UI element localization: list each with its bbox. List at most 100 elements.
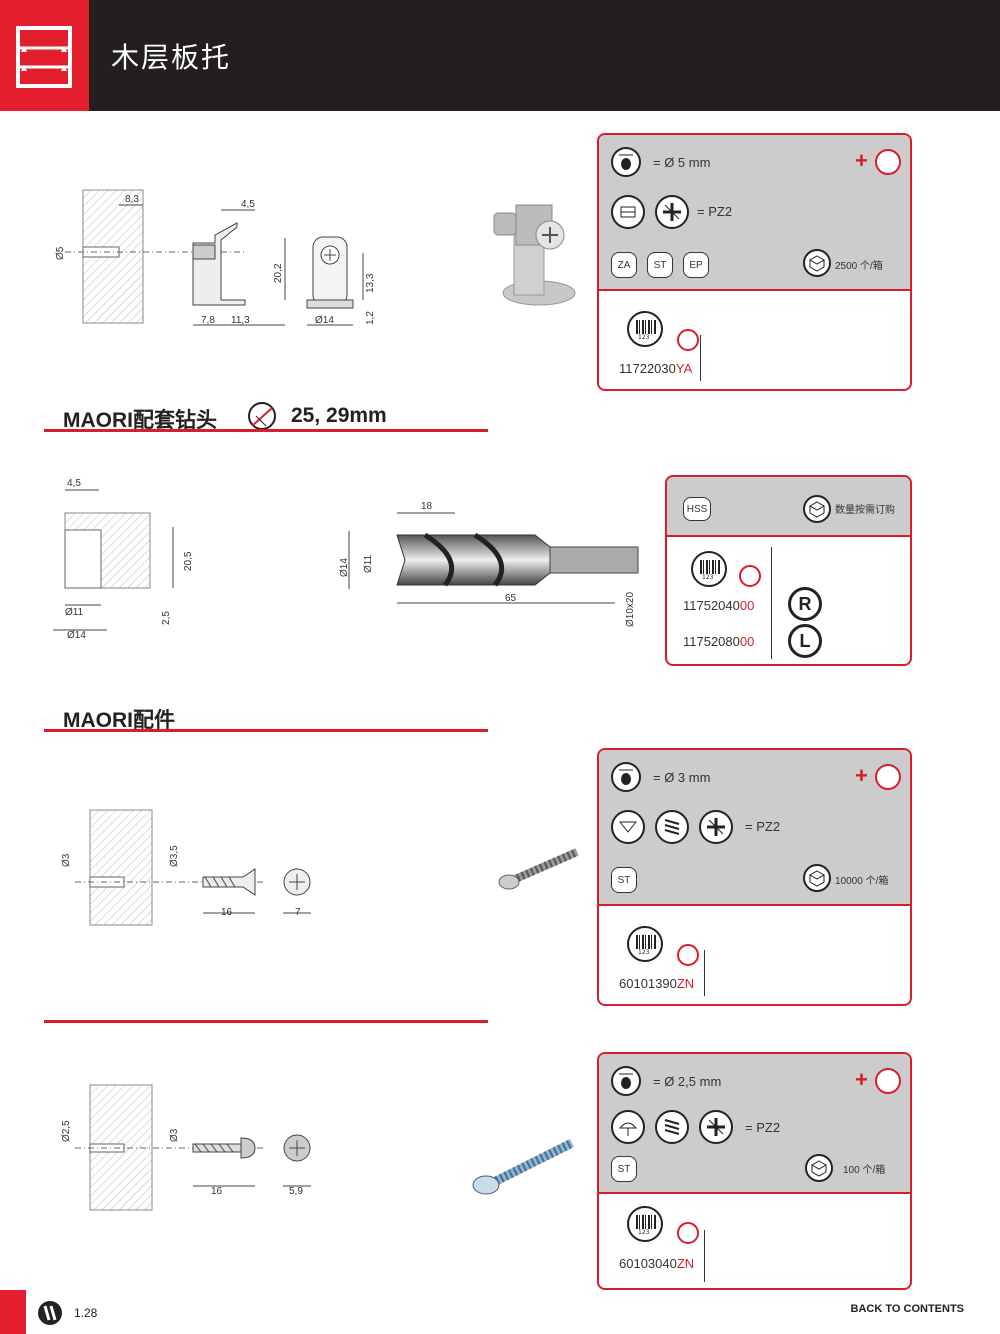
pack-quantity: 数量按需订购 — [835, 505, 895, 516]
dim-65: 65 — [505, 593, 517, 604]
divider — [704, 1230, 705, 1282]
dim-d2-5: Ø2,5 — [61, 1120, 72, 1142]
dim-5-9: 5,9 — [289, 1186, 303, 1197]
rotation-icon — [875, 764, 901, 790]
hole-diameter: = Ø 5 mm — [653, 155, 711, 170]
finish-tag-za: ZA — [611, 252, 637, 278]
barcode-icon: 123 — [691, 551, 727, 587]
plus-icon: + — [855, 763, 868, 788]
rotation-icon — [739, 565, 761, 587]
pack-quantity: 2500 个/箱 — [835, 261, 883, 272]
screwdriver-icon — [611, 195, 645, 229]
box-icon — [805, 1154, 833, 1182]
pozidriv-icon — [655, 195, 689, 229]
rotation-icon — [677, 1222, 699, 1244]
dim-d11: Ø11 — [363, 554, 374, 573]
countersunk-screw-drawing: Ø3 Ø3,5 16 7 — [61, 809, 311, 926]
pozidriv-icon — [699, 810, 733, 844]
rotation-icon — [677, 944, 699, 966]
dim-20-2: 20,2 — [273, 263, 284, 283]
drill-depth-icon — [248, 402, 276, 430]
hole-diameter: = Ø 2,5 mm — [653, 1074, 722, 1089]
barcode-icon: 123 — [627, 311, 663, 347]
pack-quantity: 100 个/箱 — [843, 1165, 886, 1176]
pozidriv-icon — [699, 1110, 733, 1144]
product-card-screw-2-5: = Ø 2,5 mm + = PZ2 ST 100 个/箱 123 601030… — [597, 1052, 912, 1290]
pan-head-screw-drawing: Ø2,5 Ø3 16 5,9 — [61, 1084, 311, 1211]
box-icon — [803, 495, 831, 523]
pan-head-screw-photo — [472, 1138, 575, 1195]
drill-hole-icon — [611, 762, 641, 792]
dim-8-3: 8,3 — [125, 194, 139, 205]
section-title-drill: MAORI配套钻头 — [63, 409, 217, 432]
page-number: 1.28 — [74, 1306, 98, 1320]
drive-type: = PZ2 — [697, 204, 733, 219]
dim-4-5: 4,5 — [241, 199, 255, 210]
dim-18: 18 — [421, 501, 433, 512]
dim-d3: Ø3 — [61, 853, 72, 867]
dim-4-5: 4,5 — [67, 478, 81, 489]
drill-hole-icon — [611, 147, 641, 177]
barcode-icon: 123 — [627, 1206, 663, 1242]
dim-16: 16 — [221, 907, 233, 918]
right-rotation-badge: R — [788, 587, 822, 621]
finish-tag-st: ST — [611, 867, 637, 893]
article-number-l: 1175208000 — [683, 634, 755, 649]
dim-d14: Ø14 — [339, 558, 350, 577]
article-number: 11722030YA — [619, 361, 693, 376]
hole-diameter: = Ø 3 mm — [653, 770, 711, 785]
back-to-contents-link[interactable]: BACK TO CONTENTS — [850, 1303, 964, 1315]
dim-d11: Ø11 — [65, 607, 84, 618]
divider — [704, 950, 705, 996]
left-rotation-badge: L — [788, 624, 822, 658]
dim-13-3: 13,3 — [365, 273, 376, 293]
divider — [771, 547, 772, 659]
plus-icon: + — [855, 1067, 868, 1092]
drive-type: = PZ2 — [745, 1120, 781, 1135]
finish-tag-st: ST — [647, 252, 673, 278]
dim-11-3: 11,3 — [231, 315, 250, 326]
drive-type: = PZ2 — [745, 819, 781, 834]
dim-7: 7 — [295, 907, 301, 918]
page-title: 木层板托 — [111, 41, 232, 74]
page-header — [0, 0, 1000, 111]
footer-accent — [0, 1290, 26, 1334]
shelf-support-photo — [493, 204, 576, 306]
pan-head-icon — [611, 1110, 645, 1144]
rotation-icon — [875, 1068, 901, 1094]
drill-size: 25, 29mm — [291, 404, 387, 427]
dim-d14: Ø14 — [315, 315, 334, 326]
article-number-r: 1175204000 — [683, 598, 755, 613]
section-divider — [44, 1020, 488, 1023]
section-divider — [44, 429, 488, 432]
drill-hole-icon — [611, 1066, 641, 1096]
finish-tag-st: ST — [611, 1156, 637, 1182]
shelf-support-drawing: 8,3 Ø5 4,5 20,2 7,8 11,3 Ø14 13,3 1,2 — [55, 189, 376, 326]
product-card-drill-bit: HSS 数量按需订购 123 1175204000 1175208000 R L — [665, 475, 912, 666]
dim-7-8: 7,8 — [201, 315, 215, 326]
rotation-icon — [875, 149, 901, 175]
brand-logo-icon — [38, 1301, 62, 1325]
finish-tag-ep: EP — [683, 252, 709, 278]
drill-bit-drawing: 18 Ø14 Ø11 65 Ø10x20 — [339, 501, 639, 627]
dim-16: 16 — [211, 1186, 223, 1197]
dim-d14: Ø14 — [67, 630, 86, 641]
thread-icon — [655, 810, 689, 844]
article-number: 60103040ZN — [619, 1256, 695, 1271]
material-tag-hss: HSS — [683, 497, 711, 521]
product-card-screw-3: = Ø 3 mm + = PZ2 ST 10000 个/箱 123 601013… — [597, 748, 912, 1006]
rotation-icon — [677, 329, 699, 351]
dim-2-5: 2,5 — [161, 611, 172, 625]
section-divider — [44, 729, 488, 732]
dim-d3: Ø3 — [169, 1128, 180, 1142]
section-title-accessories: MAORI配件 — [63, 709, 175, 732]
product-card-shelf-support: = Ø 5 mm + = PZ2 ZA ST EP 2500 个/箱 123 1… — [597, 133, 912, 391]
pack-quantity: 10000 个/箱 — [835, 876, 889, 887]
plus-icon: + — [855, 148, 868, 173]
countersunk-head-icon — [611, 810, 645, 844]
dim-d3-5: Ø3,5 — [169, 845, 180, 867]
dim-d10x20: Ø10x20 — [625, 592, 636, 627]
box-icon — [803, 864, 831, 892]
countersunk-screw-photo — [498, 848, 579, 890]
box-icon — [803, 249, 831, 277]
